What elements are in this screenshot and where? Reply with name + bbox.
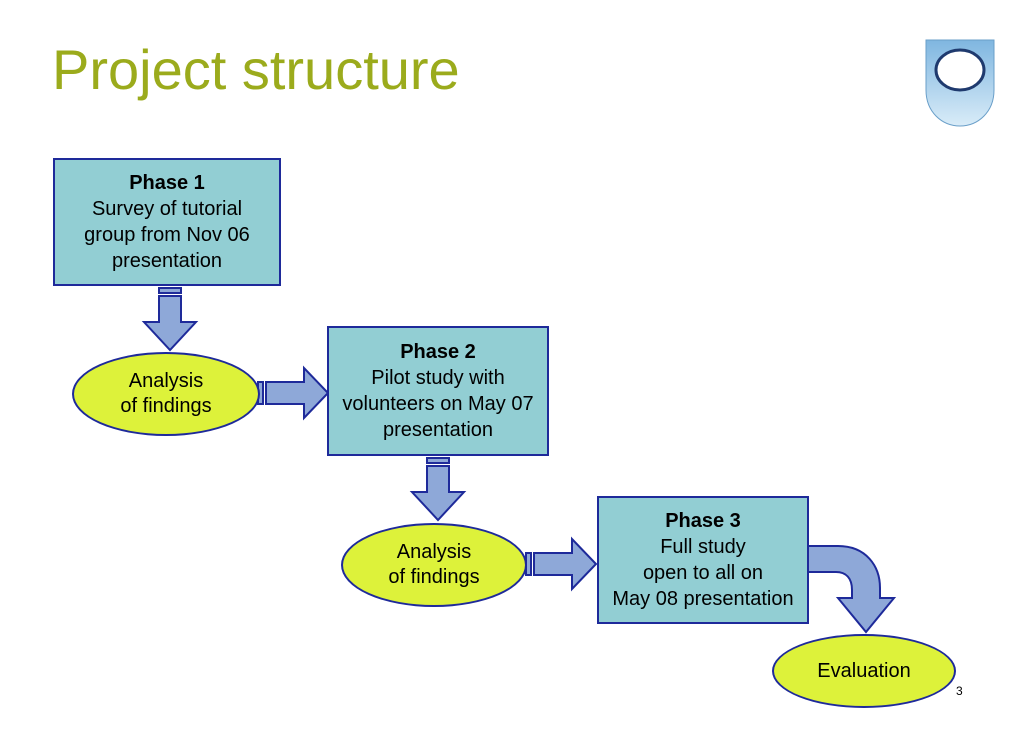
- evaluation-label: Evaluation: [817, 659, 911, 682]
- slide-title: Project structure: [52, 38, 460, 101]
- phase-2-line-1: Pilot study with: [371, 367, 505, 389]
- analysis-1-line-1: Analysis: [128, 370, 204, 392]
- phase-3-line-3: May 08 presentation: [612, 588, 794, 610]
- phase-3-label: Phase 3: [665, 510, 741, 532]
- phase-2-label: Phase 2: [400, 341, 476, 363]
- university-logo-icon: [925, 39, 995, 127]
- phase-2-line-3: presentation: [382, 419, 494, 441]
- analysis-2-line-1: Analysis: [396, 541, 472, 563]
- page-number: 3: [956, 684, 963, 698]
- arrow-right-1: [257, 365, 330, 421]
- phase-3-line-2: open to all on: [642, 562, 764, 584]
- phase-2-box: Phase 2 Pilot study with volunteers on M…: [327, 326, 549, 456]
- arrow-curved: [807, 545, 897, 634]
- analysis-1-line-2: of findings: [120, 395, 212, 417]
- phase-1-line-3: presentation: [111, 250, 223, 272]
- evaluation-oval: Evaluation: [772, 634, 956, 708]
- phase-3-box: Phase 3 Full study open to all on May 08…: [597, 496, 809, 624]
- analysis-oval-2: Analysis of findings: [341, 523, 527, 607]
- phase-1-line-2: group from Nov 06: [84, 224, 250, 246]
- phase-2-line-2: volunteers on May 07: [342, 393, 534, 415]
- analysis-oval-1: Analysis of findings: [72, 352, 260, 436]
- phase-1-line-1: Survey of tutorial: [91, 198, 243, 220]
- phase-1-box: Phase 1 Survey of tutorial group from No…: [53, 158, 281, 286]
- arrow-right-2: [525, 536, 598, 592]
- arrow-down-2: [409, 457, 467, 522]
- phase-3-line-1: Full study: [660, 536, 746, 558]
- phase-1-label: Phase 1: [129, 172, 205, 194]
- arrow-down-1: [141, 287, 199, 352]
- analysis-2-line-2: of findings: [388, 566, 480, 588]
